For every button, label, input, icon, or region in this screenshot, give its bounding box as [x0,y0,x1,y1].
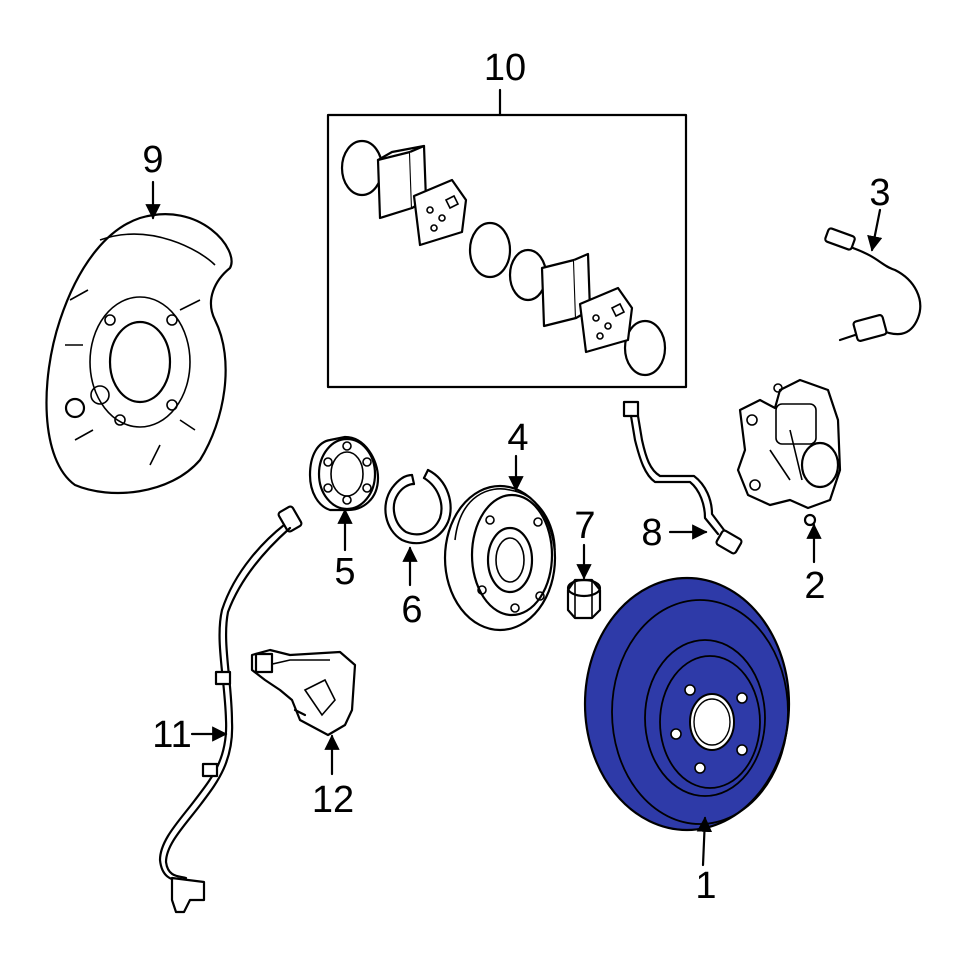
shim-2 [468,221,512,279]
shim-1 [340,139,384,197]
brake-caliper[interactable] [736,378,842,527]
wheel-bearing[interactable] [308,435,380,512]
hub-nut[interactable] [566,578,602,620]
brake-pad-backing-2 [578,286,634,354]
dust-shield[interactable] [45,213,233,494]
callout-3: 3 [869,172,890,214]
brake-pad-backing-1 [412,178,468,247]
shim-3 [508,248,548,302]
brake-pad-1 [376,144,428,220]
callout-2: 2 [804,565,825,607]
callout-12: 12 [312,779,354,821]
arrow-3 [867,208,883,252]
callout-1: 1 [695,865,716,907]
callout-11: 11 [152,714,191,756]
leader-arrows [145,180,883,867]
brake-rotor[interactable] [583,576,791,832]
brake-wear-sensor[interactable] [824,227,922,342]
callout-10: 10 [484,47,526,89]
callout-8: 8 [641,512,662,554]
brake-hose[interactable] [622,400,743,555]
callout-4: 4 [507,417,528,459]
callout-9: 9 [142,139,163,181]
brake-pad-kit[interactable] [326,88,688,389]
shim-4 [623,319,667,377]
sensor-bracket[interactable] [250,648,357,737]
snap-ring[interactable] [384,468,452,545]
pad-kit-frame [326,113,688,389]
arrow-1 [696,816,713,867]
callout-7: 7 [574,505,595,547]
callout-5: 5 [334,551,355,593]
wheel-hub[interactable] [443,484,557,632]
abs-sensor[interactable] [158,505,303,914]
callout-6: 6 [401,589,422,631]
